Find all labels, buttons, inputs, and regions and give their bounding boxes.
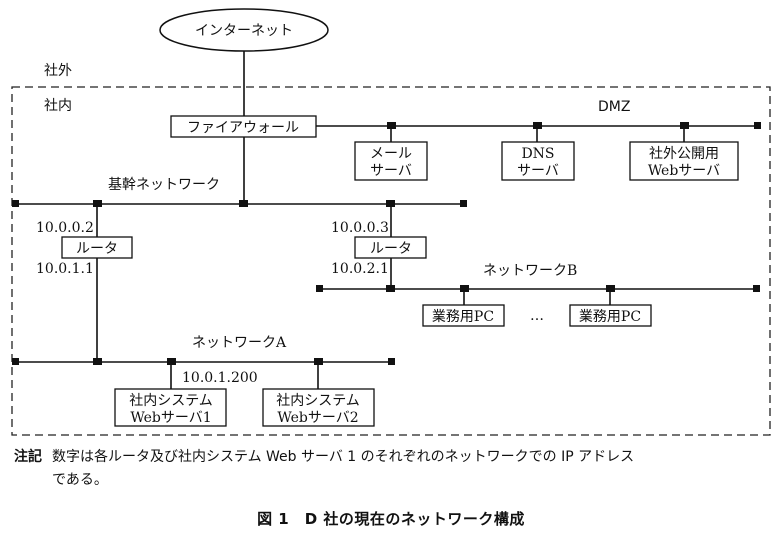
tap <box>386 200 395 207</box>
figure-caption: 図 1 D 社の現在のネットワーク構成 <box>257 510 525 528</box>
tap <box>314 358 323 365</box>
zone-inside-label: 社内 <box>44 98 72 114</box>
dns-server-label-1: DNS <box>521 146 554 162</box>
internet-label: インターネット <box>195 23 293 39</box>
tap <box>606 285 615 292</box>
note-line1: 数字は各ルータ及び社内システム Web サーバ 1 のそれぞれのネットワークでの… <box>52 449 635 465</box>
network-a-label: ネットワークA <box>192 335 287 351</box>
backbone-end-right <box>460 200 467 207</box>
ip-router-b-net: 10.0.2.1 <box>331 261 389 277</box>
note: 注記数字は各ルータ及び社内システム Web サーバ 1 のそれぞれのネットワーク… <box>14 446 778 492</box>
tap <box>680 122 689 129</box>
internal-web1-box <box>114 388 227 427</box>
public-web-server-label-1: 社外公開用 <box>649 146 719 162</box>
internal-web2-box <box>262 388 375 427</box>
ip-web1: 10.0.1.200 <box>182 370 258 386</box>
business-pc-2-box <box>569 304 652 327</box>
dmz-line-end <box>754 122 761 129</box>
network-diagram: インターネット 社外 社内 DMZ ファイアウォール メール サーバ DNS サ… <box>11 8 771 436</box>
router-a-label: ルータ <box>76 241 118 257</box>
internal-zone-border <box>11 86 771 436</box>
tap <box>533 122 542 129</box>
tap <box>167 358 176 365</box>
dns-server-box <box>501 141 575 181</box>
dns-server-label-2: サーバ <box>517 163 559 179</box>
network-b-end-left <box>316 285 323 292</box>
router-b-label: ルータ <box>370 241 412 257</box>
internal-web2-label-1: 社内システム <box>276 393 360 409</box>
backbone-label: 基幹ネットワーク <box>108 176 220 193</box>
ellipsis: … <box>530 308 544 324</box>
network-b-end-right <box>753 285 760 292</box>
note-head: 注記 <box>14 449 42 465</box>
internal-web1-label-1: 社内システム <box>129 393 213 409</box>
ip-router-a-backbone: 10.0.0.2 <box>36 220 94 236</box>
public-web-server-box <box>629 141 739 181</box>
mail-server-box <box>354 141 428 181</box>
tap <box>239 200 248 207</box>
tap <box>93 200 102 207</box>
zone-outside-label: 社外 <box>44 63 72 79</box>
internal-web1-label-2: Webサーバ1 <box>130 410 211 426</box>
tap <box>386 285 395 292</box>
zone-dmz-label: DMZ <box>598 99 630 115</box>
tap <box>387 122 396 129</box>
business-pc-1-box <box>422 304 505 327</box>
public-web-server-label-2: Webサーバ <box>648 163 720 179</box>
ip-router-b-backbone: 10.0.0.3 <box>331 220 389 236</box>
ip-router-a-net: 10.0.1.1 <box>36 261 94 277</box>
backbone-end-left <box>12 200 19 207</box>
network-a-end-right <box>388 358 395 365</box>
mail-server-label-2: サーバ <box>370 163 412 179</box>
mail-server-label-1: メール <box>370 146 412 162</box>
firewall-label: ファイアウォール <box>187 120 299 136</box>
network-b-label: ネットワークB <box>483 263 577 279</box>
business-pc-2-label: 業務用PC <box>579 309 641 325</box>
note-line2: である。 <box>52 472 108 488</box>
business-pc-1-label: 業務用PC <box>432 309 494 325</box>
tap <box>93 358 102 365</box>
network-a-end-left <box>12 358 19 365</box>
tap <box>460 285 469 292</box>
internal-web2-label-2: Webサーバ2 <box>277 410 358 426</box>
